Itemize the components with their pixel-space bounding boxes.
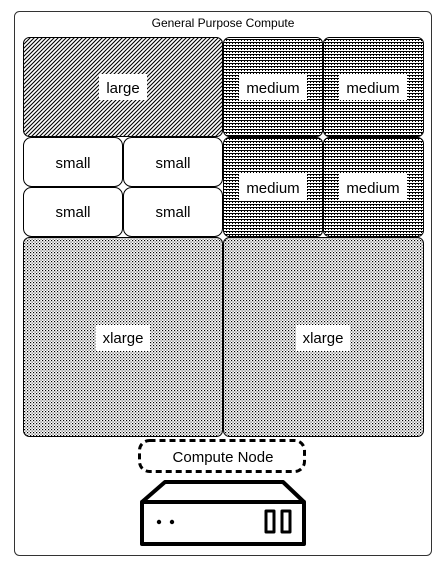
frame-title: General Purpose Compute <box>152 16 295 30</box>
instance-small-3[interactable]: small <box>23 187 123 237</box>
instance-medium-4[interactable]: medium <box>323 137 424 237</box>
compute-node[interactable]: Compute Node <box>138 439 306 473</box>
instance-large-label: large <box>106 80 139 97</box>
instance-medium-label: medium <box>346 180 399 197</box>
instance-medium-3[interactable]: medium <box>223 137 323 237</box>
instance-medium-1[interactable]: medium <box>223 37 323 137</box>
instance-xlarge-label: xlarge <box>303 330 344 347</box>
instance-small-label: small <box>55 204 90 221</box>
instance-small-label: small <box>155 155 190 172</box>
instance-small-1[interactable]: small <box>23 137 123 187</box>
server-icon <box>140 480 306 546</box>
compute-node-label: Compute Node <box>173 449 274 466</box>
instance-xlarge-1[interactable]: xlarge <box>23 237 223 437</box>
instance-medium-label: medium <box>246 80 299 97</box>
instance-medium-label: medium <box>346 80 399 97</box>
instance-medium-2[interactable]: medium <box>323 37 424 137</box>
instance-xlarge-2[interactable]: xlarge <box>223 237 424 437</box>
instance-small-4[interactable]: small <box>123 187 223 237</box>
instance-large[interactable]: large <box>23 37 223 137</box>
instance-medium-label: medium <box>246 180 299 197</box>
instance-small-label: small <box>55 155 90 172</box>
instance-small-label: small <box>155 204 190 221</box>
instance-xlarge-label: xlarge <box>103 330 144 347</box>
instance-small-2[interactable]: small <box>123 137 223 187</box>
